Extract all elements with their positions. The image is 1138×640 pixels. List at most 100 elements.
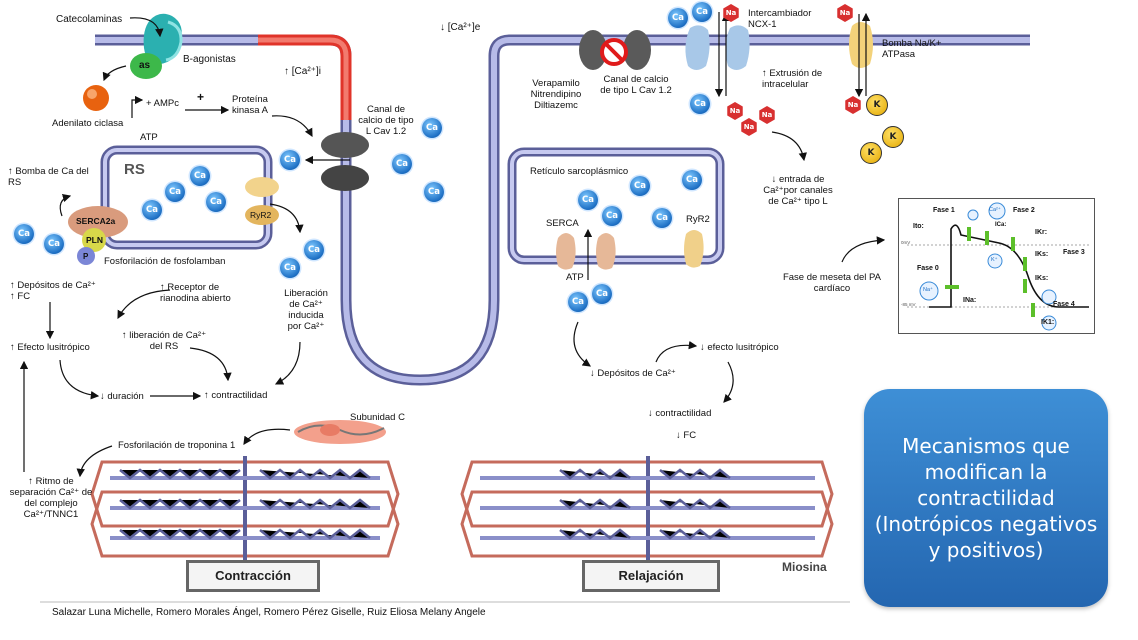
entrada-ca-label: ↓ entrada de Ca²⁺por canales de Ca²⁺ tip… xyxy=(763,174,833,207)
ampc-label: + AMPc xyxy=(146,98,179,109)
as-label: as xyxy=(139,60,151,71)
calcium-ion: Ca xyxy=(142,200,162,220)
calcium-ion: Ca xyxy=(602,206,622,226)
ap-0mv: 0mV xyxy=(901,240,911,245)
potassium-ion: K xyxy=(882,126,904,148)
calcium-ion: Ca xyxy=(165,182,185,202)
contraccion-label: Contracción xyxy=(186,560,320,592)
ap-fase0: Fase 0 xyxy=(917,265,939,272)
catecolaminas-label: Catecolaminas xyxy=(56,14,123,25)
calcium-ion: Ca xyxy=(592,284,612,304)
block-icon xyxy=(600,38,628,66)
bomba-ca-label: ↑ Bomba de Ca del RS xyxy=(8,166,89,188)
ap-fase3: Fase 3 xyxy=(1063,249,1085,256)
ap-fase2: Fase 2 xyxy=(1013,207,1035,214)
action-potential-inset: Fase 1 Fase 2 Fase 3 Fase 0 Fase 4 Ito: … xyxy=(898,198,1095,334)
calcium-ion: Ca xyxy=(630,176,650,196)
adenylate-cyclase-sphere xyxy=(83,85,109,111)
serca2a-cluster xyxy=(68,206,128,265)
cell-membrane xyxy=(95,34,1030,386)
fase-meseta-label: Fase de meseta del PA cardíaco xyxy=(782,272,882,294)
credits: Salazar Luna Michelle, Romero Morales Án… xyxy=(52,607,486,618)
extrusion-label: ↑ Extrusión de intracelular xyxy=(762,68,823,90)
sarcomere-contraction xyxy=(90,456,400,560)
rs-label: RS xyxy=(124,161,145,178)
as-protein xyxy=(130,53,162,79)
lusitropico-right-label: ↓ efecto lusitrópico xyxy=(700,342,779,353)
ryr2-left-label: RyR2 xyxy=(250,210,272,220)
ap-iks-2: IKs: xyxy=(1035,275,1049,282)
ap-ito: Ito: xyxy=(913,223,924,230)
main-title: Mecanismos que modifican la contractilid… xyxy=(874,434,1098,562)
adenilato-ciclasa-label: Adenilato ciclasa xyxy=(52,118,124,129)
ap-fase1: Fase 1 xyxy=(933,207,955,214)
serca-right xyxy=(556,233,616,270)
duracion-label: ↓ duración xyxy=(100,391,144,402)
sodium-ion: Na xyxy=(723,4,739,22)
ncx-label: Intercambiador NCX-1 xyxy=(748,8,812,30)
calcium-ion: Ca xyxy=(190,166,210,186)
reticulo-label: Retículo sarcoplásmico xyxy=(530,166,629,177)
plus-sign: + xyxy=(197,90,205,104)
calcium-ion: Ca xyxy=(690,94,710,114)
calcium-ion: Ca xyxy=(568,292,588,312)
depositos-right-label: ↓ Depósitos de Ca²⁺ xyxy=(590,368,676,379)
subunidad-c-label: Subunidad C xyxy=(350,412,405,423)
calcium-ion: Ca xyxy=(652,208,672,228)
calcium-ion: Ca xyxy=(280,150,300,170)
ryr2-left xyxy=(245,205,279,225)
ca-i-label: ↑ [Ca²⁺]i xyxy=(284,66,321,77)
p-label: P xyxy=(83,252,89,261)
sodium-ion: Na xyxy=(759,106,775,124)
potassium-ion: K xyxy=(860,142,882,164)
ap-iks: IKs: xyxy=(1035,251,1049,258)
lusitropico-left-label: ↑ Efecto lusitrópico xyxy=(10,342,90,353)
fosfolamban-label: Fosforilación de fosfolamban xyxy=(104,256,226,267)
ap-ca-ion: Ca²⁺ xyxy=(989,207,1001,213)
ap-k-ion: K⁺ xyxy=(991,257,998,263)
serca2a-label: SERCA2a xyxy=(76,216,116,226)
l-type-channel-right xyxy=(579,30,651,70)
contractilidad-up-label: ↑ contractilidad xyxy=(204,390,268,401)
left-sr-box xyxy=(100,145,273,250)
serca-label: SERCA xyxy=(546,218,579,229)
beta-receptor xyxy=(143,13,183,64)
b-agonistas-label: B-agonistas xyxy=(183,54,236,65)
troponina-label: Fosforilación de troponina 1 xyxy=(118,440,236,451)
calcium-ion: Ca xyxy=(304,240,324,260)
ca-e-label: ↓ [Ca²⁺]e xyxy=(440,22,481,33)
liberacion-rs-label: ↑ liberación de Ca²⁺ del RS xyxy=(121,330,207,352)
atp-label-right: ATP xyxy=(566,272,584,283)
action-potential-curve xyxy=(907,202,1089,331)
sodium-ion: Na xyxy=(837,4,853,22)
sodium-ion: Na xyxy=(845,96,861,114)
sodium-ion: Na xyxy=(741,118,757,136)
calcium-ion: Ca xyxy=(14,224,34,244)
bomba-na-k-label: Bomba Na/K+ ATPasa xyxy=(882,38,942,60)
na-k-pump xyxy=(849,22,873,68)
troponin-illustration xyxy=(294,420,386,444)
proteina-kinasa-label: Proteína kinasa A xyxy=(232,94,268,116)
fc-down-label: ↓ FC xyxy=(676,430,697,441)
liberacion-inducida-label: Liberación de Ca²⁺ inducida por Ca²⁺ xyxy=(284,288,328,332)
canal-calcio-left-label: Canal de calcio de tipo L Cav 1.2 xyxy=(358,104,414,137)
sarcomere-relaxation xyxy=(460,456,834,560)
calcium-ion: Ca xyxy=(578,190,598,210)
calcium-ion: Ca xyxy=(206,192,226,212)
ap-fase4: Fase 4 xyxy=(1053,301,1075,308)
ap-85mv: -85 mV xyxy=(901,302,916,307)
pln-label: PLN xyxy=(86,235,103,245)
ap-ica: ICa: xyxy=(995,222,1007,228)
contractilidad-down-label: ↓ contractilidad xyxy=(648,408,712,419)
canal-calcio-right-label: Canal de calcio de tipo L Cav 1.2 xyxy=(600,74,672,96)
l-type-channel-left xyxy=(321,132,369,191)
ap-ina: INa: xyxy=(963,297,977,304)
calcium-ion: Ca xyxy=(692,2,712,22)
depositos-left-label: ↑ Depósitos de Ca²⁺ ↑ FC xyxy=(10,280,96,302)
potassium-ion: K xyxy=(866,94,888,116)
receptor-rianodina-label: ↑ Receptor de rianodina abierto xyxy=(160,282,231,304)
sodium-ion: Na xyxy=(727,102,743,120)
ryr2-right-label: RyR2 xyxy=(686,214,710,225)
calcium-ion: Ca xyxy=(280,258,300,278)
calcium-ion: Ca xyxy=(44,234,64,254)
